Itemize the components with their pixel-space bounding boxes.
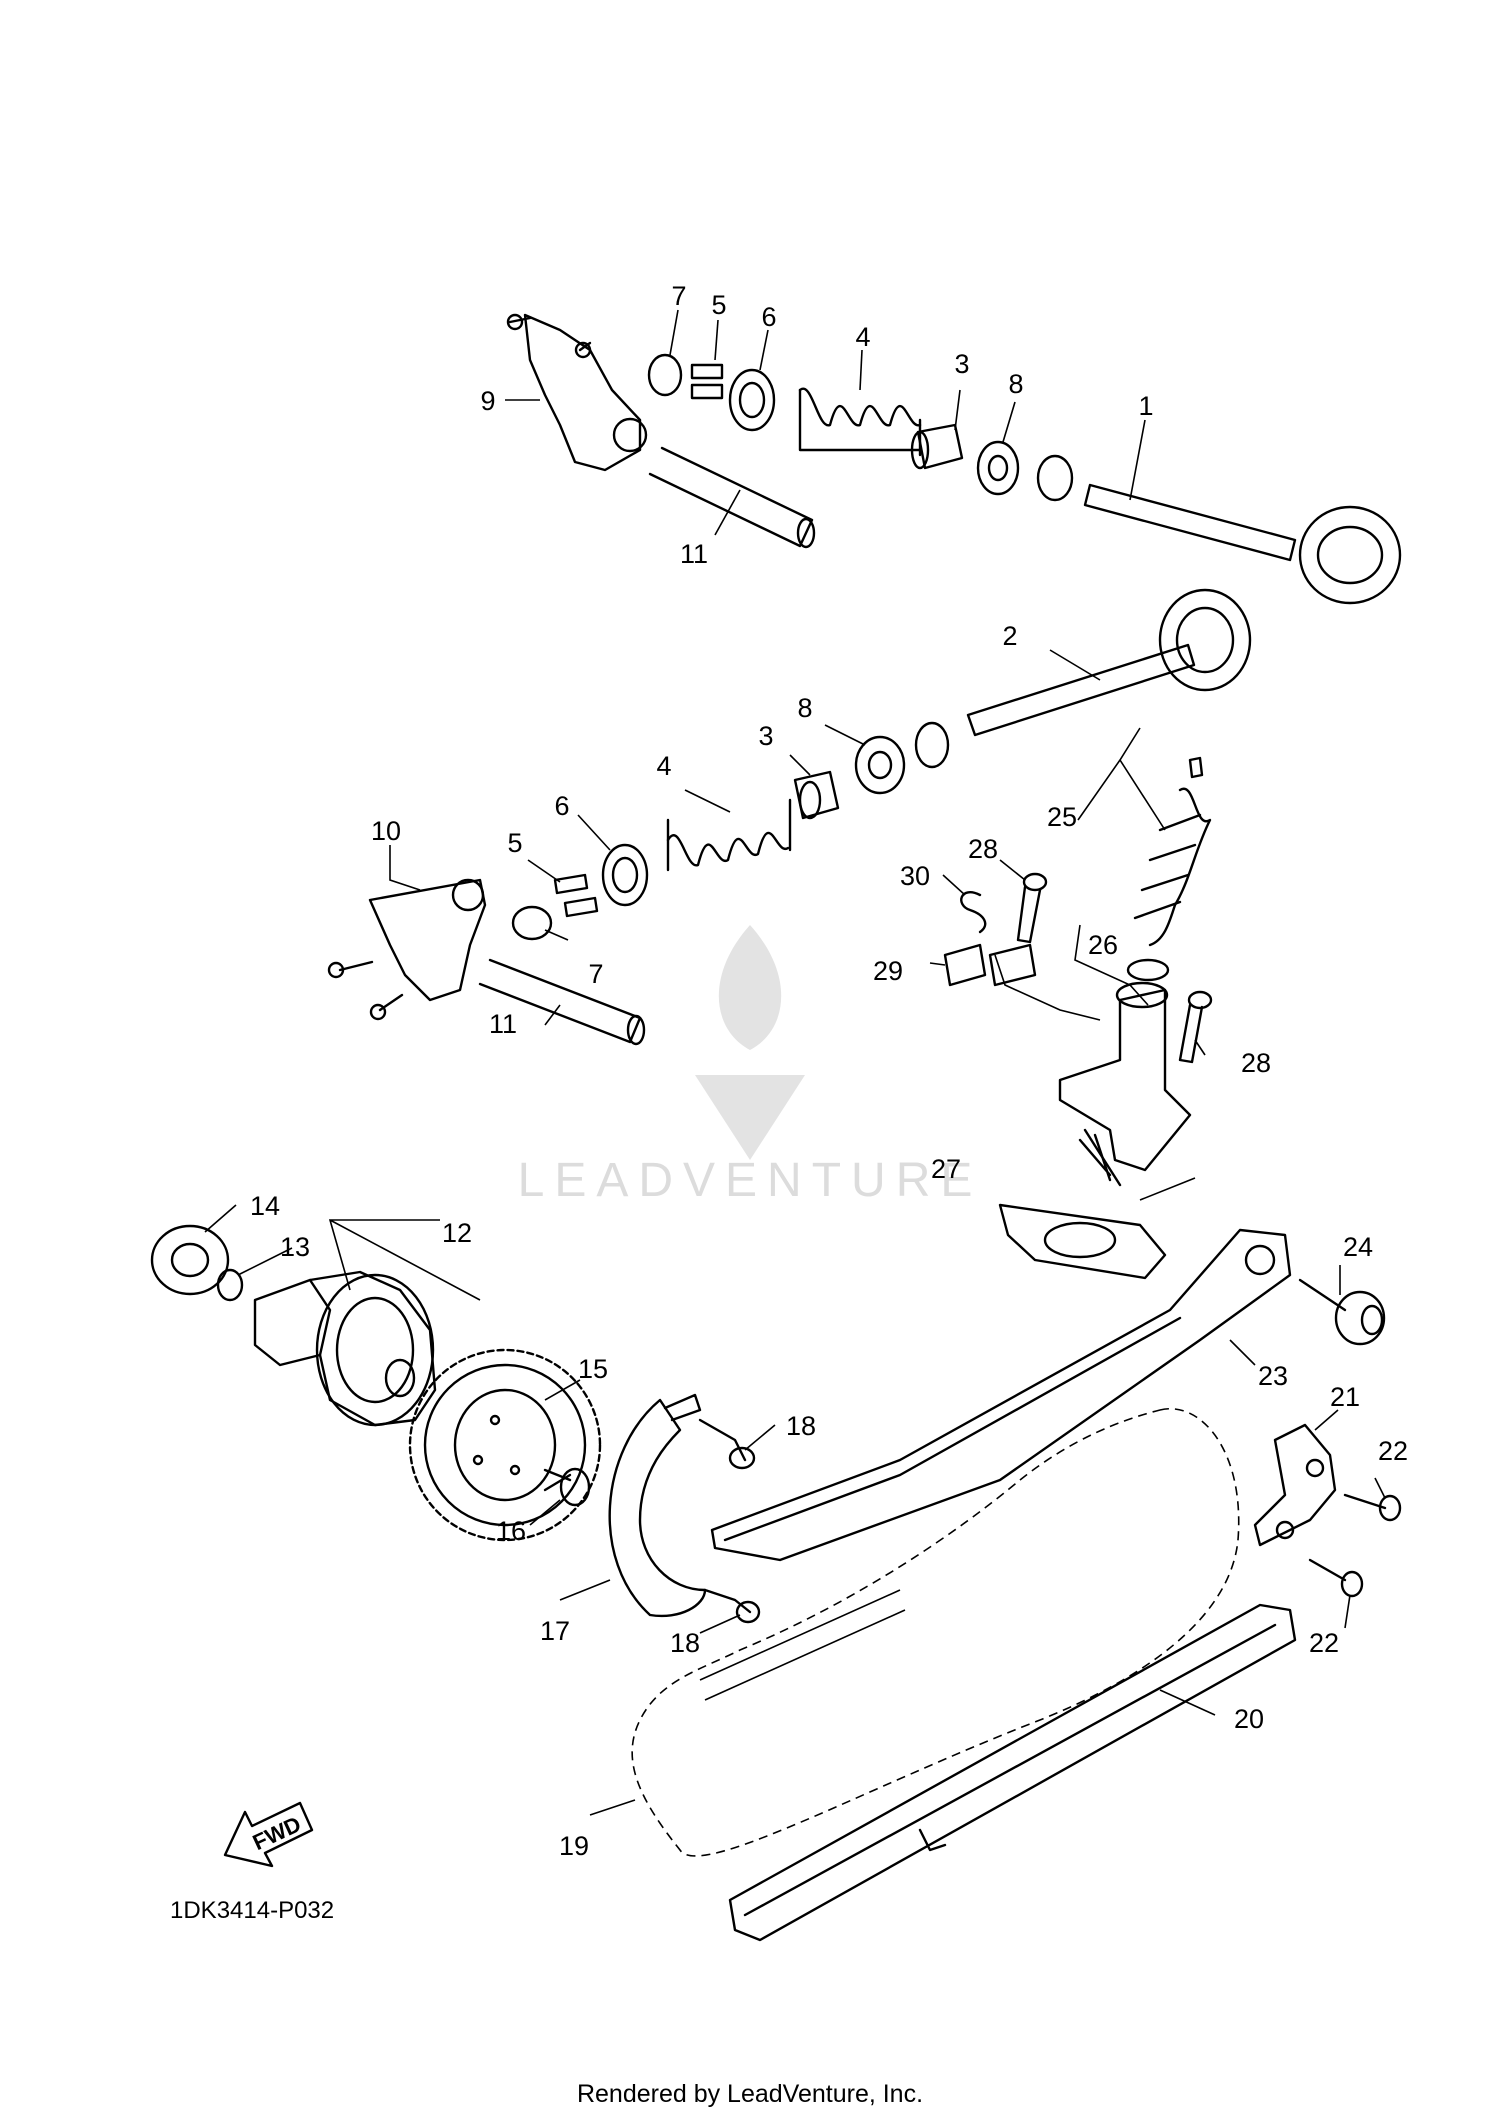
callout-21[interactable]: 21 <box>1330 1382 1360 1412</box>
cam-chain-19[interactable] <box>631 1407 1240 1857</box>
camshaft-12[interactable] <box>253 1270 437 1427</box>
rocker-arm-lower[interactable] <box>327 878 487 1021</box>
bolt-24[interactable] <box>1298 1278 1386 1346</box>
leader-lines <box>204 309 1386 1816</box>
tensioner-guide-23[interactable] <box>710 1228 1292 1562</box>
watermark-text: LEADVENTURE <box>518 1154 983 1207</box>
callout-27[interactable]: 27 <box>931 1154 961 1184</box>
diagram-code: 1DK3414-P032 <box>170 1897 334 1924</box>
bolt-16[interactable] <box>543 1467 591 1507</box>
callout-24[interactable]: 24 <box>1343 1232 1373 1262</box>
spring-retainer-6-upper[interactable] <box>728 368 776 432</box>
footer-credit: Rendered by LeadVenture, Inc. <box>577 2080 923 2108</box>
callout-22-lower[interactable]: 22 <box>1309 1628 1339 1658</box>
clip-30[interactable] <box>960 891 987 934</box>
o-ring-13[interactable] <box>216 1268 244 1302</box>
callout-15[interactable]: 15 <box>578 1354 608 1384</box>
callout-18-lower[interactable]: 18 <box>670 1628 700 1658</box>
callout-5-lower[interactable]: 5 <box>507 828 522 858</box>
fwd-arrow-icon: FWD <box>223 1801 314 1868</box>
gasket-27[interactable] <box>998 1203 1167 1280</box>
callout-29[interactable]: 29 <box>873 956 903 986</box>
bolt-18-lower[interactable] <box>703 1588 761 1624</box>
callout-19[interactable]: 19 <box>559 1831 589 1861</box>
callout-3-upper[interactable]: 3 <box>954 349 969 379</box>
callout-16[interactable]: 16 <box>496 1516 526 1546</box>
washer-8-upper[interactable] <box>976 440 1020 496</box>
bearing-14[interactable] <box>150 1224 230 1296</box>
guide-17[interactable] <box>608 1393 707 1618</box>
callout-22-upper[interactable]: 22 <box>1378 1436 1408 1466</box>
callout-9[interactable]: 9 <box>480 386 495 416</box>
callout-2[interactable]: 2 <box>1002 621 1017 651</box>
valve-spring-4-lower[interactable] <box>666 798 792 872</box>
o-ring-upper[interactable] <box>1036 454 1074 502</box>
callout-10[interactable]: 10 <box>371 816 401 846</box>
callout-3-lower[interactable]: 3 <box>758 721 773 751</box>
callout-17[interactable]: 17 <box>540 1616 570 1646</box>
valve-spring-4-upper[interactable] <box>798 387 922 457</box>
o-ring-26[interactable] <box>1126 958 1170 982</box>
bolt-28-lower-right[interactable] <box>1178 990 1213 1064</box>
callout-12[interactable]: 12 <box>442 1218 472 1248</box>
valve-stem-seal-3-upper[interactable] <box>910 423 964 470</box>
callout-4-lower[interactable]: 4 <box>656 751 671 781</box>
callout-25[interactable]: 25 <box>1047 802 1077 832</box>
guide-stopper-21[interactable] <box>1253 1423 1337 1547</box>
bolt-18-upper[interactable] <box>698 1418 756 1470</box>
bolt-28-upper[interactable] <box>1016 872 1048 944</box>
callout-20[interactable]: 20 <box>1234 1704 1264 1734</box>
watermark-logo <box>695 925 805 1160</box>
callout-4-upper[interactable]: 4 <box>855 322 870 352</box>
valve-2-exhaust[interactable] <box>966 588 1252 737</box>
callout-28-lower[interactable]: 28 <box>1241 1048 1271 1078</box>
cam-sprocket-15[interactable] <box>408 1348 602 1542</box>
rocker-shaft-upper[interactable] <box>648 446 816 549</box>
tensioner-spring-25[interactable] <box>1133 813 1202 920</box>
valve-seat-7-upper[interactable] <box>647 353 683 397</box>
callout-11-upper[interactable]: 11 <box>680 539 708 569</box>
callout-7-lower[interactable]: 7 <box>588 959 603 989</box>
plate-29[interactable] <box>943 943 1037 987</box>
callout-labels: 1 2 3 3 4 4 5 5 6 6 7 7 8 8 9 10 11 11 1… <box>250 281 1408 1861</box>
callout-8-upper[interactable]: 8 <box>1008 369 1023 399</box>
callout-13[interactable]: 13 <box>280 1232 310 1262</box>
callout-18-upper[interactable]: 18 <box>786 1411 816 1441</box>
callout-26[interactable]: 26 <box>1088 930 1118 960</box>
valve-1-intake[interactable] <box>1083 483 1402 605</box>
tensioner-body[interactable] <box>1058 981 1192 1187</box>
valve-seat-7-lower[interactable] <box>511 905 553 941</box>
callout-11-lower[interactable]: 11 <box>489 1009 517 1039</box>
spring-retainer-6-lower[interactable] <box>601 843 649 907</box>
callout-7-upper[interactable]: 7 <box>671 281 686 311</box>
valve-cotter-5-lower[interactable] <box>553 873 599 918</box>
callout-23[interactable]: 23 <box>1258 1361 1288 1391</box>
rocker-arm-upper[interactable] <box>506 313 648 472</box>
chain-guide-20[interactable] <box>728 1603 1297 1942</box>
washer-8-lower[interactable] <box>854 735 906 795</box>
callout-30[interactable]: 30 <box>900 861 930 891</box>
o-ring-lower[interactable] <box>914 721 950 769</box>
callout-6-lower[interactable]: 6 <box>554 791 569 821</box>
tensioner-bolt-25[interactable] <box>1148 756 1212 947</box>
bolt-22-lower[interactable] <box>1308 1558 1364 1598</box>
callout-8-lower[interactable]: 8 <box>797 693 812 723</box>
bolt-22-upper[interactable] <box>1343 1493 1402 1522</box>
callout-1[interactable]: 1 <box>1138 391 1153 421</box>
valve-cotter-5-upper[interactable] <box>690 363 724 400</box>
callout-28-upper[interactable]: 28 <box>968 834 998 864</box>
callout-14[interactable]: 14 <box>250 1191 280 1221</box>
callout-6-upper[interactable]: 6 <box>761 302 776 332</box>
valve-stem-seal-3-lower[interactable] <box>793 770 840 820</box>
callout-5-upper[interactable]: 5 <box>711 290 726 320</box>
